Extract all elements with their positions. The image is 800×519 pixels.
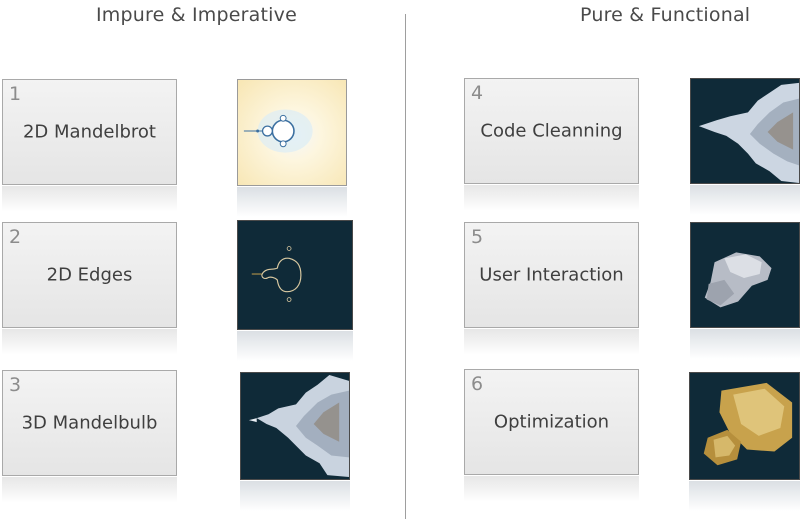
left-column-title: Impure & Imperative <box>96 4 297 26</box>
mandelbulb-3d-thumbnail[interactable] <box>240 372 350 480</box>
thumbnail-reflection <box>237 331 353 361</box>
step-label: Optimization <box>493 411 610 433</box>
step-label: 2D Mandelbrot <box>22 121 156 143</box>
step-card-optimization[interactable]: 6 Optimization <box>464 369 639 475</box>
step-label: 3D Mandelbulb <box>21 412 158 434</box>
step-card-2d-edges[interactable]: 2 2D Edges <box>2 222 177 328</box>
step-card-user-interaction[interactable]: 5 User Interaction <box>464 222 639 328</box>
step-number: 2 <box>9 226 22 248</box>
code-cleanning-thumbnail[interactable] <box>690 78 800 184</box>
card-reflection <box>2 186 177 212</box>
thumbnail-reflection <box>690 329 800 359</box>
step-number: 5 <box>471 226 484 248</box>
user-interaction-thumbnail[interactable] <box>690 222 800 328</box>
step-card-code-cleanning[interactable]: 4 Code Cleanning <box>464 78 639 184</box>
step-number: 4 <box>471 82 484 104</box>
step-card-2d-mandelbrot[interactable]: 1 2D Mandelbrot <box>2 79 177 185</box>
card-reflection <box>464 185 639 211</box>
step-number: 1 <box>9 83 22 105</box>
step-label: Code Cleanning <box>480 120 623 142</box>
step-card-3d-mandelbulb[interactable]: 3 3D Mandelbulb <box>2 370 177 476</box>
thumbnail-reflection <box>240 481 350 511</box>
optimization-thumbnail[interactable] <box>689 372 800 480</box>
column-divider <box>405 14 406 519</box>
thumbnail-reflection <box>690 185 800 215</box>
card-reflection <box>464 329 639 355</box>
thumbnail-reflection <box>689 481 800 511</box>
card-reflection <box>464 476 639 502</box>
card-reflection <box>2 329 177 355</box>
thumbnail-reflection <box>237 187 347 217</box>
step-label: User Interaction <box>479 264 624 286</box>
step-number: 6 <box>471 373 484 395</box>
card-reflection <box>2 477 177 503</box>
edges-2d-thumbnail[interactable] <box>237 220 353 330</box>
step-label: 2D Edges <box>46 264 133 286</box>
step-number: 3 <box>9 374 22 396</box>
right-column-title: Pure & Functional <box>580 4 751 26</box>
mandelbrot-2d-thumbnail[interactable] <box>237 79 347 186</box>
